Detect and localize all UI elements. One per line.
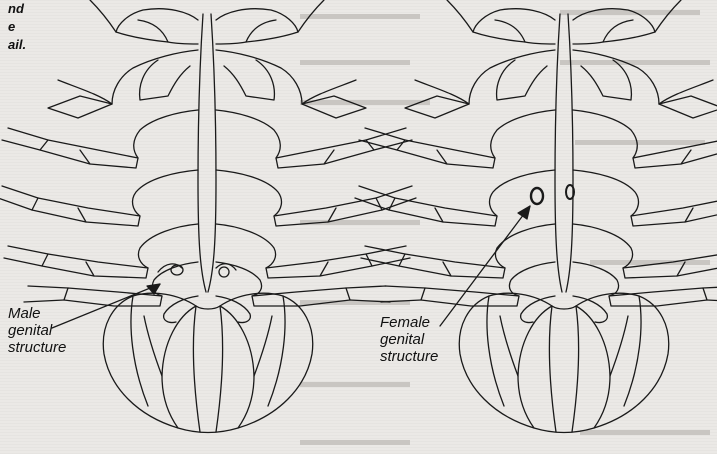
body-midline [198, 14, 206, 292]
pointer-arrow [440, 206, 530, 326]
body-midline [566, 14, 573, 292]
female-specimen [355, 0, 717, 433]
body-midline [208, 14, 216, 292]
female-genital-opening [531, 188, 543, 204]
label-line: Female [380, 314, 438, 331]
male-specimen [0, 0, 416, 433]
label-line: genital [380, 331, 438, 348]
female-genital-label: Female genital structure [380, 314, 438, 365]
label-line: structure [380, 348, 438, 365]
label-line: Male [8, 305, 66, 322]
label-line: genital [8, 322, 66, 339]
arrowhead [518, 206, 530, 219]
male-genital-opening [219, 267, 229, 277]
coxa [158, 264, 182, 272]
body-midline [555, 14, 562, 292]
male-genital-label: Male genital structure [8, 305, 66, 356]
label-line: structure [8, 339, 66, 356]
arrowhead [147, 284, 160, 294]
